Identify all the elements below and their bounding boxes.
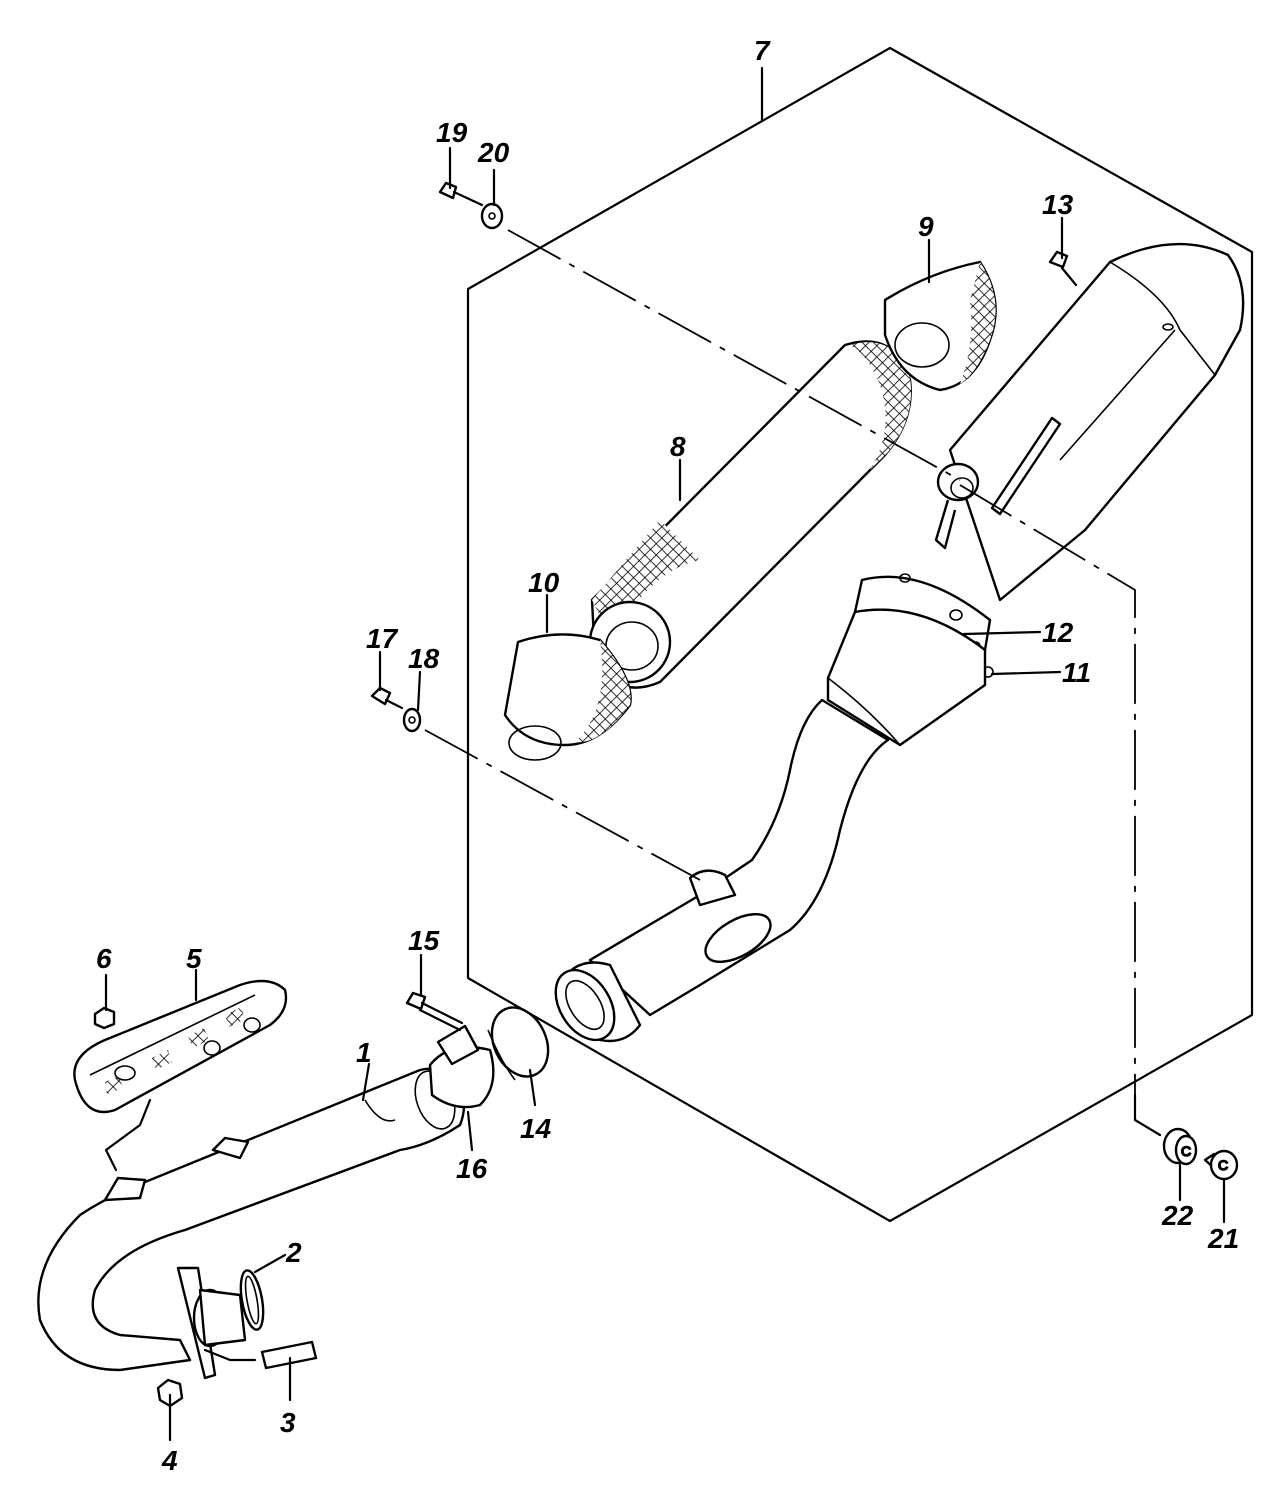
callout-22: 22 bbox=[1161, 1200, 1194, 1231]
callout-3: 3 bbox=[280, 1407, 296, 1438]
callout-5: 5 bbox=[186, 943, 202, 974]
callout-11: 11 bbox=[1062, 657, 1091, 688]
cap-21-glyph: C bbox=[1218, 1157, 1228, 1173]
cap-21: C bbox=[1203, 1149, 1239, 1181]
callout-7: 7 bbox=[754, 35, 771, 66]
gasket-14 bbox=[487, 1006, 550, 1081]
inlet-cap bbox=[503, 633, 632, 761]
bolt-15 bbox=[405, 991, 464, 1032]
callout-17: 17 bbox=[366, 623, 399, 654]
washer-18 bbox=[402, 707, 422, 733]
callout-14: 14 bbox=[520, 1113, 552, 1144]
callout-20: 20 bbox=[477, 137, 510, 168]
clamp-16 bbox=[428, 1024, 495, 1109]
gasket-2 bbox=[239, 1269, 265, 1331]
callout-16: 16 bbox=[456, 1153, 488, 1184]
callout-9: 9 bbox=[918, 211, 934, 242]
callout-19: 19 bbox=[436, 117, 468, 148]
heat-shield bbox=[73, 979, 288, 1114]
washer-22-glyph: C bbox=[1181, 1143, 1191, 1159]
callout-1: 1 bbox=[356, 1037, 372, 1068]
silencer-assembly bbox=[554, 242, 1245, 1043]
callout-4: 4 bbox=[161, 1445, 178, 1476]
callout-6: 6 bbox=[96, 943, 112, 974]
nut-4 bbox=[156, 1378, 184, 1408]
callout-2: 2 bbox=[285, 1237, 302, 1268]
callouts: 1 2 3 4 5 6 7 8 9 10 11 12 13 14 15 16 1… bbox=[96, 35, 1239, 1476]
callout-21: 21 bbox=[1207, 1223, 1239, 1254]
bolt-17 bbox=[370, 686, 404, 710]
bolt-19 bbox=[438, 181, 484, 207]
callout-10: 10 bbox=[528, 567, 560, 598]
nut-6 bbox=[93, 1006, 116, 1030]
callout-18: 18 bbox=[408, 643, 440, 674]
washer-22: C bbox=[1162, 1127, 1198, 1166]
callout-12: 12 bbox=[1042, 617, 1074, 648]
callout-13: 13 bbox=[1042, 189, 1074, 220]
assembly-box-outline bbox=[466, 46, 1254, 1223]
stud-3 bbox=[260, 1340, 318, 1370]
leader-lines bbox=[104, 66, 1226, 1442]
callout-8: 8 bbox=[670, 431, 686, 462]
washer-20 bbox=[480, 202, 504, 230]
end-cap bbox=[883, 260, 997, 392]
callout-15: 15 bbox=[408, 925, 440, 956]
